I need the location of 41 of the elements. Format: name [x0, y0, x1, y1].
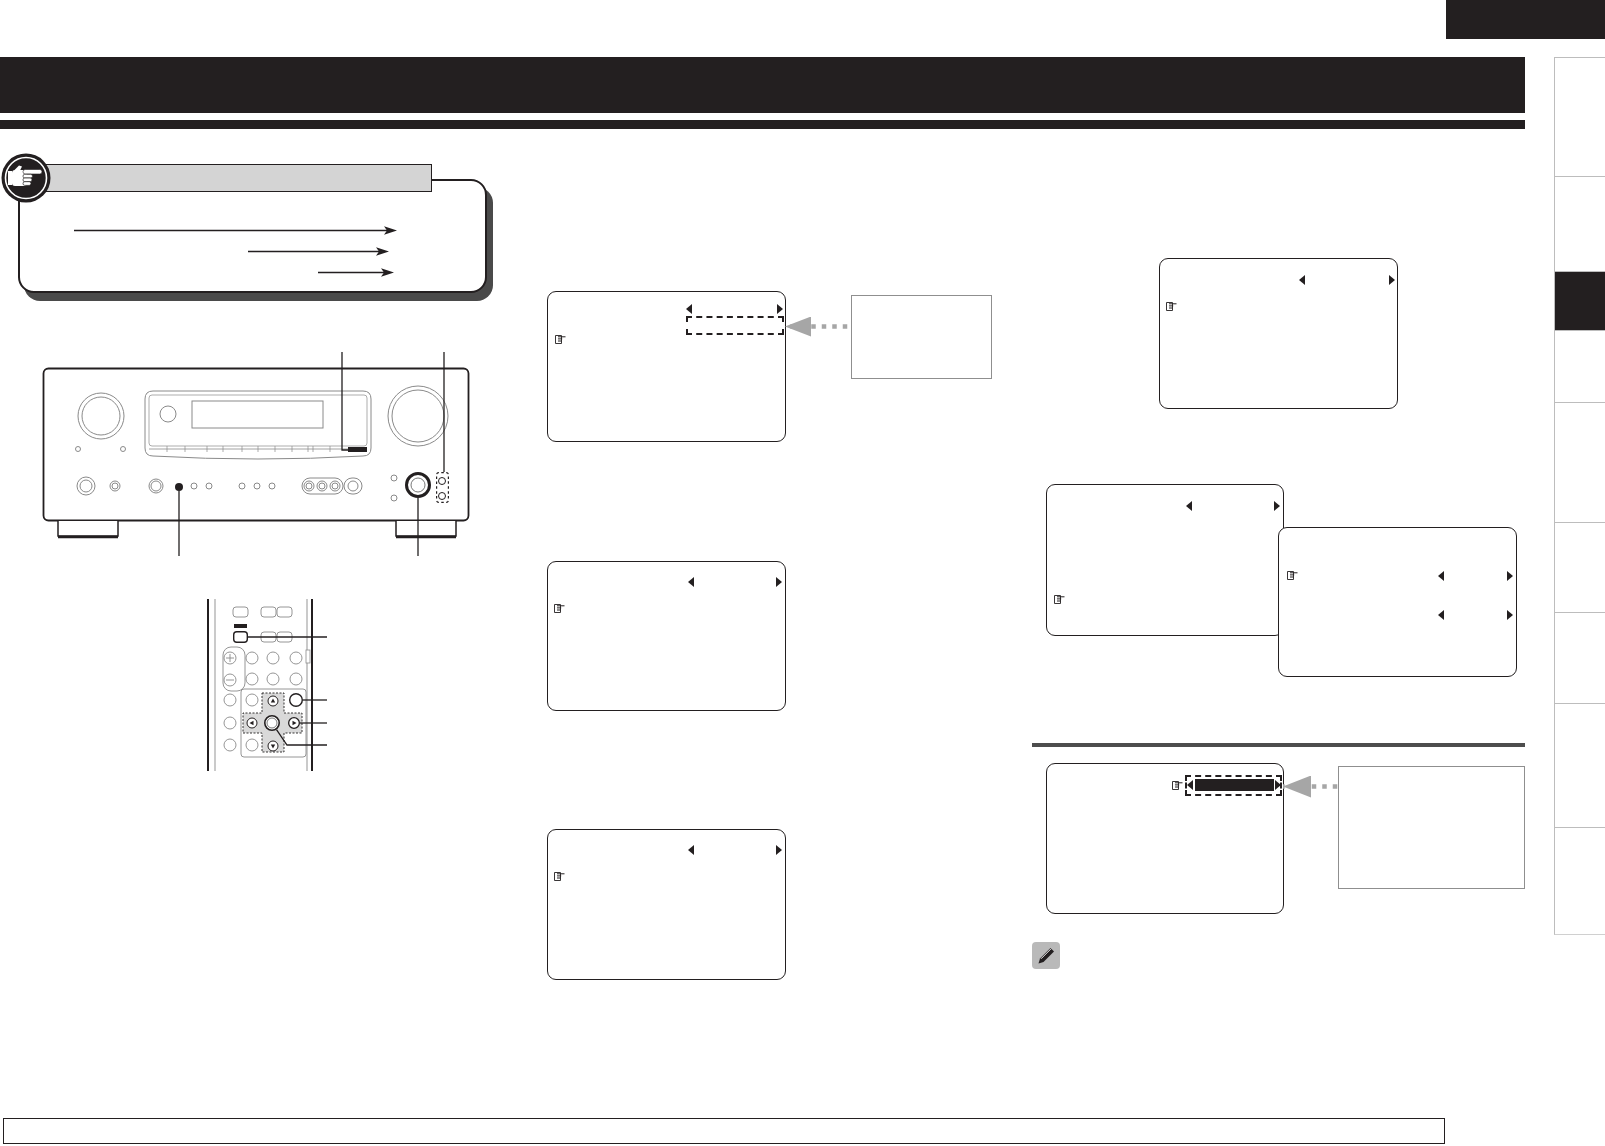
leader-line	[275, 728, 328, 746]
leader-line	[302, 699, 328, 701]
screen-display	[1046, 763, 1284, 914]
screen-display	[547, 561, 786, 711]
side-tab	[1554, 612, 1605, 703]
enter-button	[264, 715, 280, 731]
side-tab	[1554, 176, 1605, 271]
screen-display	[1046, 484, 1284, 636]
note-panel	[1, 153, 493, 301]
button-pair-frame	[436, 472, 449, 503]
display-indicator	[348, 447, 367, 452]
side-tab	[1554, 522, 1605, 612]
leader-line	[247, 636, 328, 638]
side-tab	[1554, 57, 1605, 176]
side-tab	[1554, 703, 1605, 827]
side-tab	[1554, 330, 1605, 402]
callout-arrow	[1283, 775, 1338, 798]
headphone-jack	[175, 483, 183, 491]
leader-line	[341, 351, 349, 451]
leader-line	[443, 351, 445, 473]
callout-box	[851, 295, 992, 379]
side-tab	[1554, 402, 1605, 522]
receiver-illustration	[42, 367, 470, 539]
leader-line	[417, 497, 419, 557]
screen-display	[1278, 527, 1517, 677]
title-bar	[0, 57, 1525, 113]
footer-frame	[3, 1118, 1445, 1144]
screen-display	[547, 829, 786, 980]
leader-line	[299, 722, 328, 724]
side-tab	[1554, 271, 1605, 330]
screen-display	[547, 291, 786, 442]
callout-box	[1338, 766, 1525, 889]
leader-line	[178, 490, 180, 557]
screen-display	[1159, 258, 1398, 409]
corner-tab	[1446, 0, 1605, 39]
remote-button	[289, 693, 303, 707]
highlight-frame	[686, 316, 785, 336]
cursor-button	[288, 717, 300, 729]
remote-button	[233, 631, 248, 643]
side-tab	[1554, 827, 1605, 935]
highlight-frame	[1185, 775, 1283, 797]
